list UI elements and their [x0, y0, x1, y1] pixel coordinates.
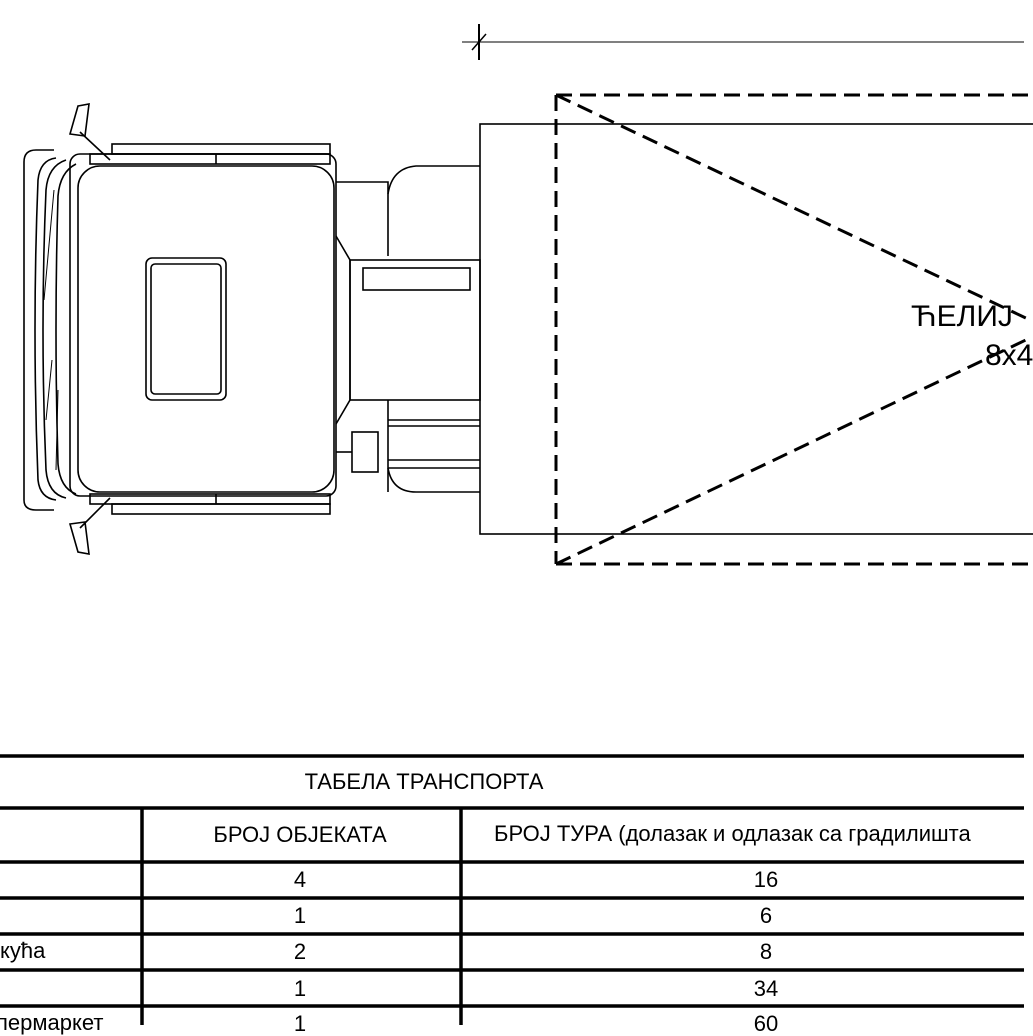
transport-table-grid: [0, 754, 1024, 1025]
header-object-count: БРОЈ ОБЈЕКАТА: [213, 822, 387, 847]
table-row-3-objects: 2: [293, 939, 307, 964]
cargo-cell-label-line2: 8х4: [985, 339, 1033, 372]
table-row-4-objects: 1: [293, 976, 307, 1001]
truck-chassis: [335, 165, 481, 493]
table-row-5-tours: 60: [753, 1011, 779, 1036]
table-row-2-tours: 6: [759, 903, 773, 928]
cargo-box: [479, 123, 1033, 535]
dimension-line: [462, 24, 1024, 60]
table-row-4-tours: 34: [753, 976, 779, 1001]
table-row-3-name: кућа: [0, 938, 46, 963]
table-title: ТАБЕЛА ТРАНСПОРТА: [304, 769, 544, 794]
header-tour-count: БРОЈ ТУРА (долазак и одлазак са градилиш…: [494, 821, 971, 846]
table-row-3-tours: 8: [759, 939, 773, 964]
table-row-5-name: пермаркет: [0, 1010, 104, 1035]
table-row-5-objects: 1: [293, 1011, 307, 1036]
table-row-1-tours: 16: [753, 867, 779, 892]
table-row-2-objects: 1: [293, 903, 307, 928]
truck-cab: [23, 103, 337, 555]
cargo-cell-dashed: [554, 93, 1031, 566]
table-row-1-objects: 4: [293, 867, 307, 892]
cargo-cell-label-line1: ЋЕЛИЈ: [911, 300, 1013, 333]
